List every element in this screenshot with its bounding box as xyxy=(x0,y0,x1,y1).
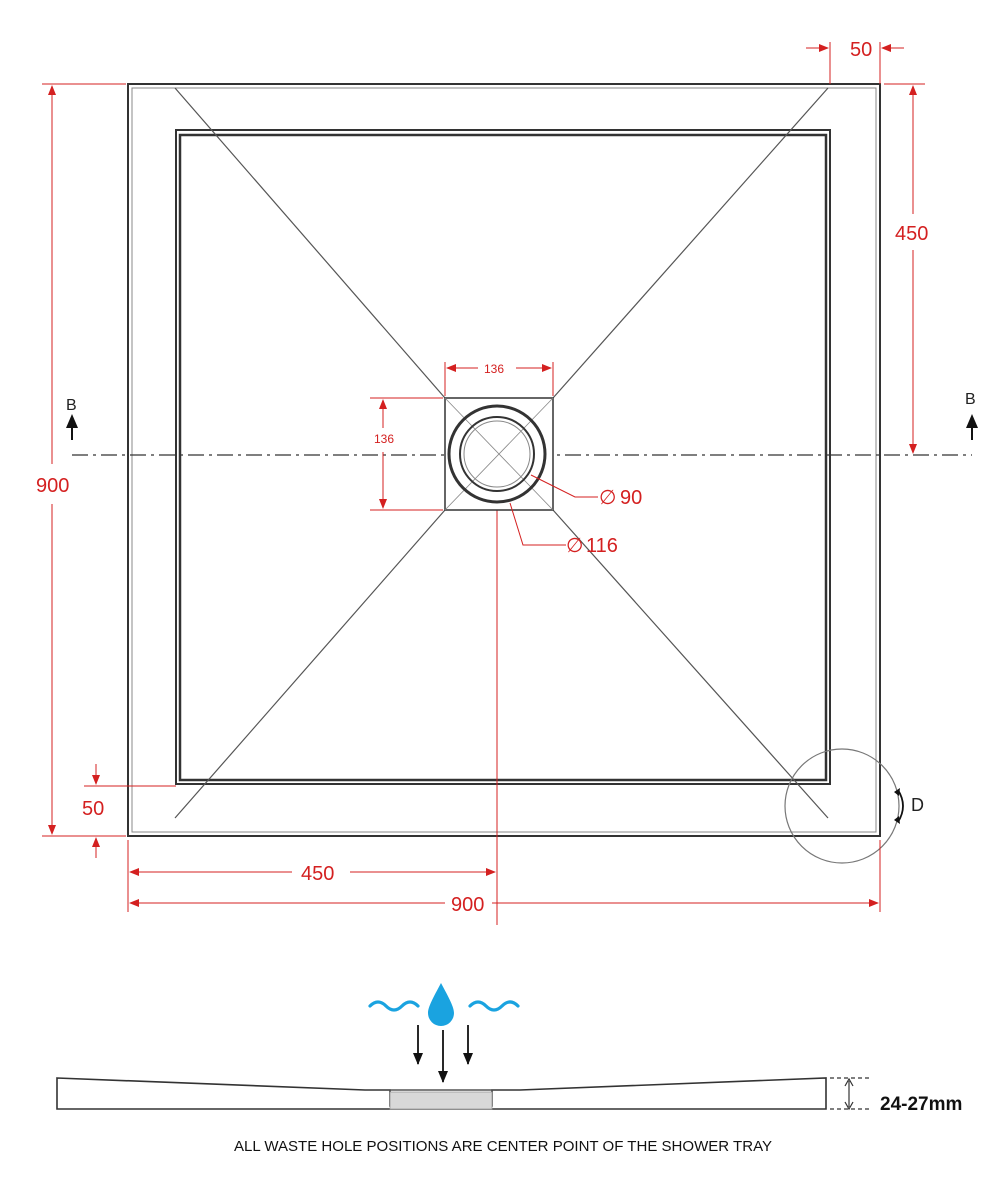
svg-text:B: B xyxy=(66,397,77,414)
dim-left-vertical: 900 xyxy=(36,475,69,497)
section-marker-left: B xyxy=(66,397,78,440)
dim-top-right: 50 xyxy=(850,39,872,61)
dim-waste-height: 136 xyxy=(374,432,394,446)
dim-inner-diameter: 90 xyxy=(620,487,642,509)
diameter-symbol-icon: ∅ xyxy=(566,535,583,557)
tray-plan-view: D B B xyxy=(66,83,978,925)
dimensions xyxy=(42,42,925,912)
waste-section xyxy=(389,1091,493,1110)
dim-right-vertical: 450 xyxy=(895,223,928,245)
dimension-labels: 50 450 900 50 450 900 136 136 ∅ 90 ∅ 116 xyxy=(36,39,928,916)
tray-inner-basin xyxy=(175,129,831,785)
down-arrow-icon xyxy=(413,1025,473,1083)
detail-label: D xyxy=(911,795,924,815)
dim-bottom-half: 450 xyxy=(301,863,334,885)
dim-bottom-full: 900 xyxy=(451,894,484,916)
wave-icon xyxy=(368,1000,520,1012)
thickness-label: 24-27mm xyxy=(880,1094,962,1115)
detail-arrow xyxy=(897,789,904,823)
fall-lines xyxy=(174,87,829,819)
dim-waste-width: 136 xyxy=(484,362,504,376)
diameter-symbol-icon: ∅ xyxy=(599,487,616,509)
section-marker-right: B xyxy=(965,391,978,440)
dim-outer-diameter: 116 xyxy=(586,535,618,557)
tray-outer-outline xyxy=(127,83,881,837)
svg-text:B: B xyxy=(965,391,976,408)
waste-outlet xyxy=(444,397,554,511)
dim-bottom-left-small: 50 xyxy=(82,798,104,820)
waste-position-note: ALL WASTE HOLE POSITIONS ARE CENTER POIN… xyxy=(234,1138,772,1155)
water-drop-icon xyxy=(428,983,454,1026)
detail-circle xyxy=(784,748,900,864)
section-view: 24-27mm ALL WASTE HOLE POSITIONS ARE CEN… xyxy=(56,983,962,1155)
